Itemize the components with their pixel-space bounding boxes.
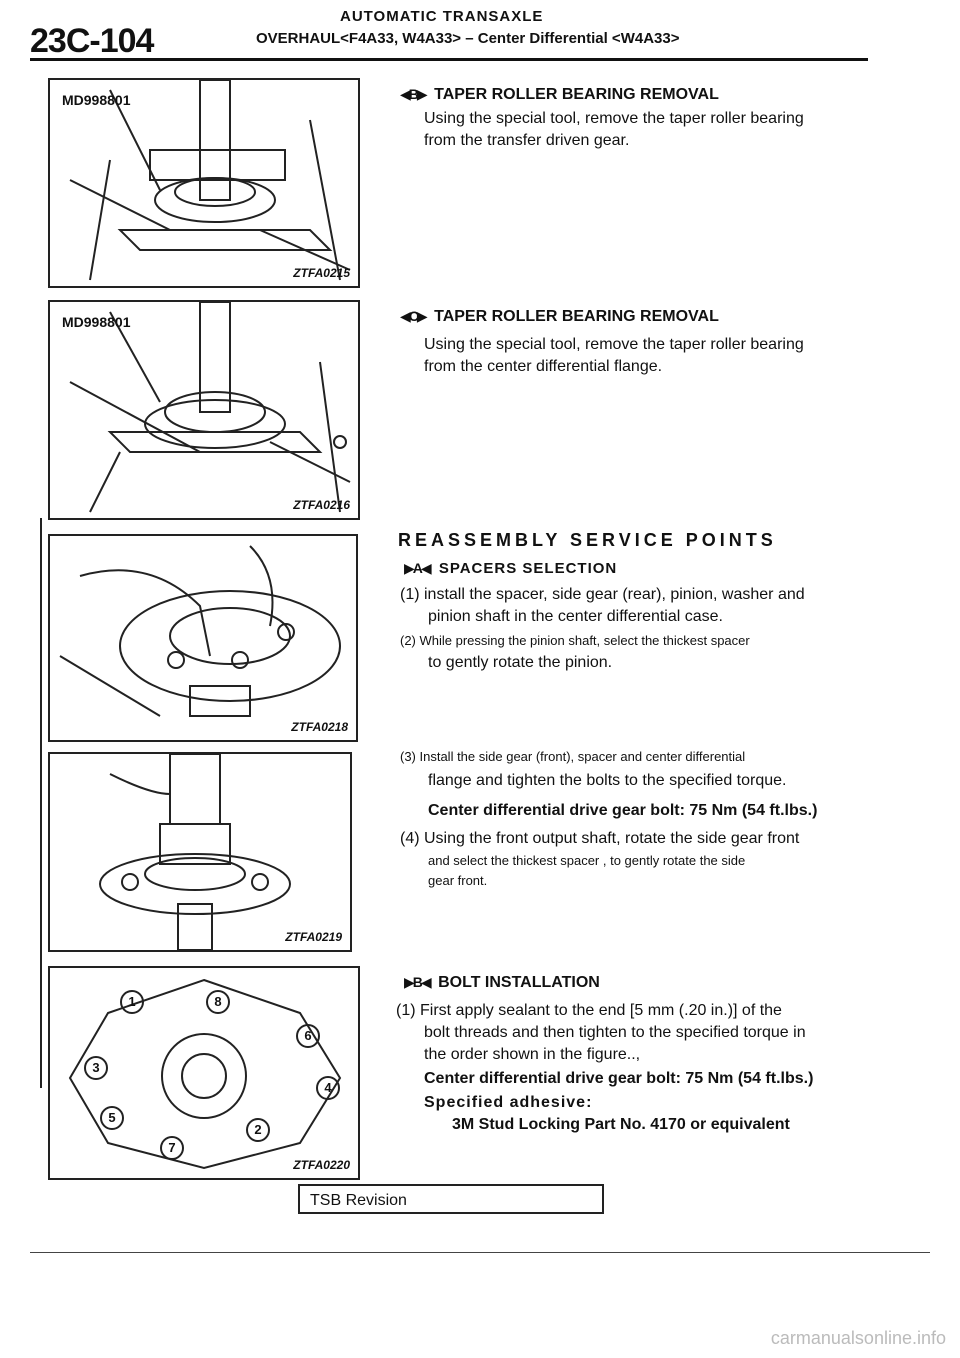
header-rule	[30, 58, 868, 61]
hands-case-illustration	[59, 545, 341, 717]
figure-bearing-removal-1: MD998801 ZTFA0215	[48, 78, 360, 288]
section-title: SPACERS SELECTION	[438, 560, 618, 577]
section-c-removal-heading: ◀C▶ TAPER ROLLER BEARING REMOVAL	[400, 306, 719, 327]
spacer-step-4-line-3: gear front.	[428, 873, 488, 888]
spacer-step-3-line-2: flange and tighten the bolts to the spec…	[428, 772, 787, 789]
spacer-torque-spec: Center differential drive gear bolt: 75 …	[428, 802, 818, 819]
tsb-revision-label: TSB Revision	[310, 1192, 407, 1209]
figure-id: ZTFA0216	[293, 498, 350, 512]
bolt-number-8: 8	[206, 990, 230, 1014]
page-number: 23C-104	[30, 22, 154, 60]
b-removal-line-2: from the transfer driven gear.	[424, 132, 630, 149]
figure-bearing-removal-2: MD998801 ZTFA0216	[48, 300, 360, 520]
puller-illustration-1	[69, 80, 351, 281]
bolt-number-7: 7	[160, 1136, 184, 1160]
spacer-step-1-line-1: (1) install the spacer, side gear (rear)…	[400, 586, 805, 603]
bolt-number-2: 2	[246, 1118, 270, 1142]
adhesive-label: Specified adhesive:	[424, 1094, 593, 1111]
c-removal-line-2: from the center differential flange.	[424, 358, 663, 375]
section-title: TAPER ROLLER BEARING REMOVAL	[434, 308, 719, 325]
watermark: carmanualsonline.info	[770, 1328, 946, 1348]
spacer-step-4-line-1: (4) Using the front output shaft, rotate…	[400, 830, 800, 847]
adhesive-spec: 3M Stud Locking Part No. 4170 or equival…	[452, 1116, 790, 1133]
bolt-step-1-line-2: bolt threads and then tighten to the spe…	[424, 1024, 806, 1041]
reassembly-heading: REASSEMBLY SERVICE POINTS	[398, 530, 777, 550]
tool-label: MD998801	[62, 314, 131, 330]
tsb-revision-box: TSB Revision	[298, 1184, 604, 1214]
spacer-step-2-line-2: to gently rotate the pinion.	[428, 654, 613, 671]
bolt-number-4: 4	[316, 1076, 340, 1100]
bolt-number-1: 1	[120, 990, 144, 1014]
section-b-removal-heading: ◀B▶ TAPER ROLLER BEARING REMOVAL	[400, 84, 719, 105]
section-marker: ▶B◀	[404, 974, 432, 990]
figure-id: ZTFA0218	[291, 720, 348, 734]
spacer-step-4-line-2: and select the thickest spacer , to gent…	[428, 853, 746, 868]
figure-id: ZTFA0215	[293, 266, 350, 280]
figure-id: ZTFA0219	[285, 930, 342, 944]
bolt-step-1-line-3: the order shown in the figure..,	[424, 1046, 641, 1063]
tool-label: MD998801	[62, 92, 131, 108]
section-marker: ◀C▶	[400, 308, 428, 324]
header-subtitle: OVERHAUL<F4A33, W4A33> – Center Differen…	[256, 30, 680, 47]
bolt-number-5: 5	[100, 1106, 124, 1130]
left-guide-line	[40, 518, 42, 1088]
puller-illustration-2	[69, 302, 351, 513]
b-removal-line-1: Using the special tool, remove the taper…	[424, 110, 804, 127]
figure-bolt-order: 1 8 6 3 4 5 2 7 ZTFA0220	[48, 966, 360, 1180]
spacer-step-1-line-2: pinion shaft in the center differential …	[428, 608, 723, 625]
c-removal-line-1: Using the special tool, remove the taper…	[424, 336, 804, 353]
bolt-number-6: 6	[296, 1024, 320, 1048]
section-a-heading: ▶A◀ SPACERS SELECTION	[404, 558, 617, 579]
figure-spacer-selection: ZTFA0218	[48, 534, 358, 742]
section-title: BOLT INSTALLATION	[438, 974, 600, 991]
section-marker: ▶A◀	[404, 560, 432, 576]
header-title: AUTOMATIC TRANSAXLE	[340, 8, 544, 25]
section-marker: ◀B▶	[400, 86, 428, 102]
figure-id: ZTFA0220	[293, 1158, 350, 1172]
spacer-step-3-line-1: (3) Install the side gear (front), space…	[400, 749, 746, 764]
section-b-install-heading: ▶B◀ BOLT INSTALLATION	[404, 972, 600, 993]
bottom-rule	[30, 1252, 930, 1253]
figure-side-gear-selection: ZTFA0219	[48, 752, 352, 952]
spacer-step-2-line-1: (2) While pressing the pinion shaft, sel…	[400, 633, 750, 648]
bolt-number-3: 3	[84, 1056, 108, 1080]
section-title: TAPER ROLLER BEARING REMOVAL	[434, 86, 719, 103]
bolt-torque-spec: Center differential drive gear bolt: 75 …	[424, 1070, 814, 1087]
bolt-step-1-line-1: (1) First apply sealant to the end [5 mm…	[396, 1002, 782, 1019]
output-shaft-illustration	[99, 754, 291, 950]
